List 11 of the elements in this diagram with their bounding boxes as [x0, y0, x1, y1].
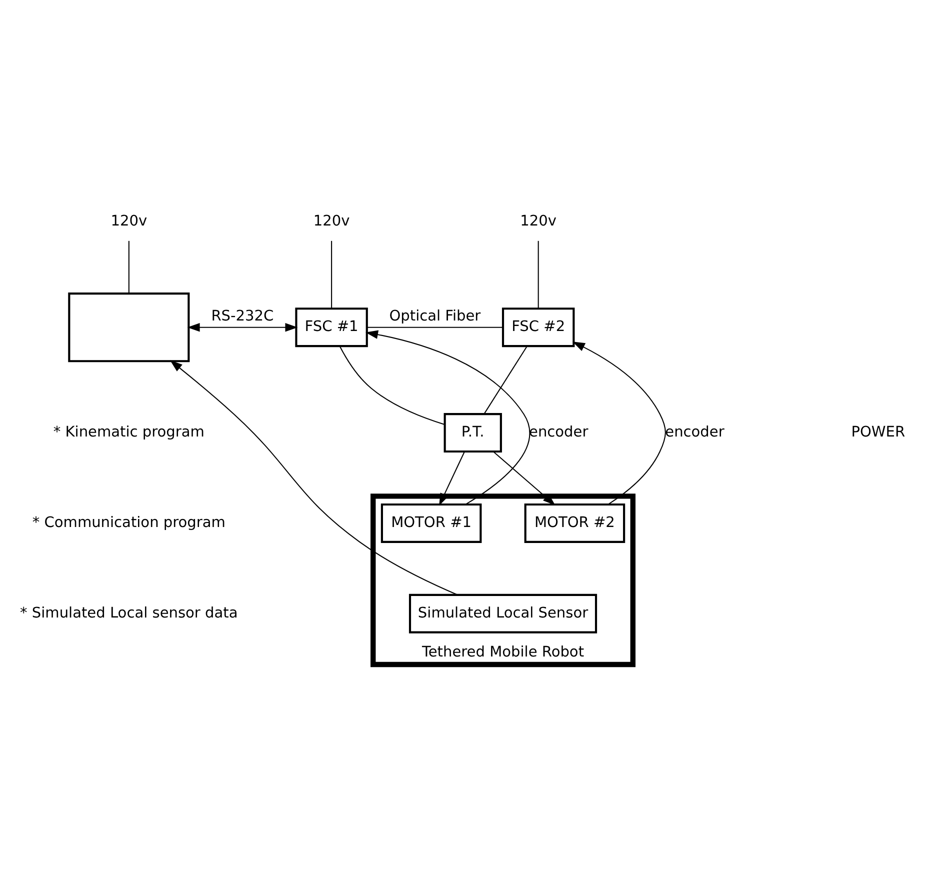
node-text: 120v [520, 213, 557, 230]
node-text: 120v [313, 213, 350, 230]
edge-label: RS-232C [211, 308, 274, 324]
edge-label: Optical Fiber [389, 308, 481, 324]
node-text: 120v [110, 213, 148, 230]
label: * Simulated Local sensor data [20, 604, 238, 621]
label: * Communication program [32, 514, 226, 531]
label: POWER [851, 424, 906, 440]
edge-label: encoder [665, 424, 724, 440]
edge-label: encoder [529, 424, 588, 440]
label: * Kinematic program [53, 424, 204, 440]
